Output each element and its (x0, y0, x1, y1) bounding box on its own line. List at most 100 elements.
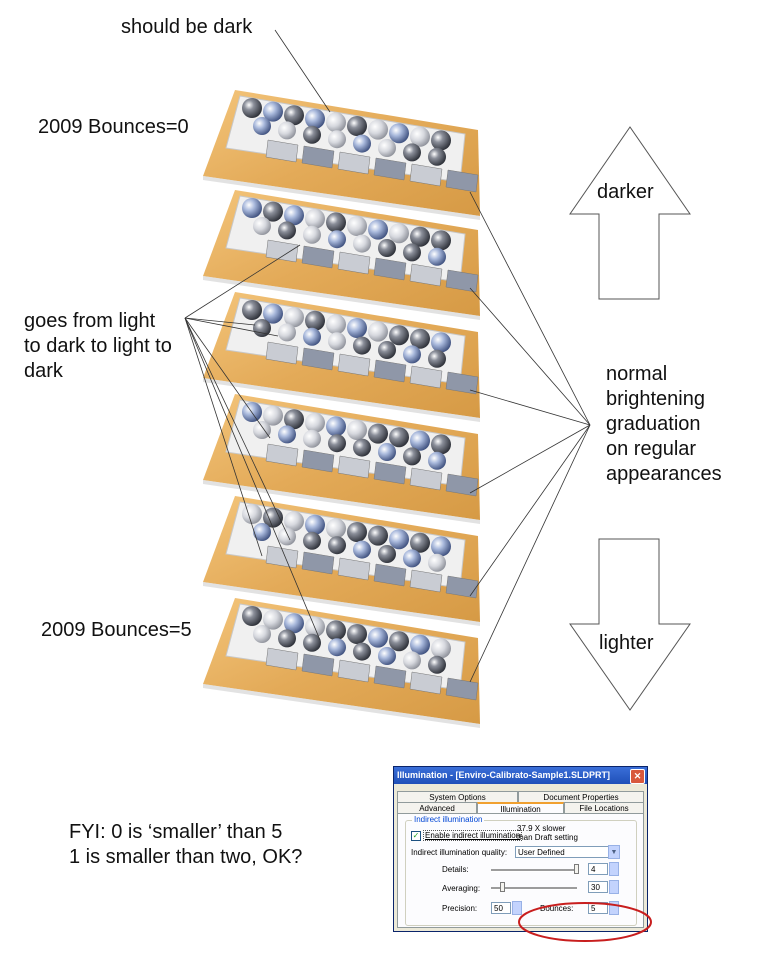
tray-render-3 (203, 394, 480, 524)
sample-sphere (347, 420, 367, 440)
details-input[interactable]: 4 (588, 863, 608, 875)
sample-sphere (303, 225, 321, 244)
leader-line (469, 424, 591, 597)
sample-sphere (353, 642, 371, 661)
sample-sphere (242, 606, 262, 626)
normal-line-3: graduation (606, 413, 701, 435)
sample-sphere (326, 620, 346, 641)
sample-sphere (326, 518, 346, 539)
leader-line (184, 317, 291, 541)
tab-document-properties[interactable]: Document Properties (518, 791, 644, 802)
dialog-title: Illumination - [Enviro-Calibrato-Sample1… (397, 770, 611, 780)
dialog-titlebar: Illumination - [Enviro-Calibrato-Sample1… (394, 767, 647, 784)
sample-sphere (278, 121, 296, 140)
board-shadow (203, 276, 480, 320)
sample-tile (301, 145, 335, 169)
precision-spinner[interactable] (512, 901, 522, 915)
sample-sphere (378, 139, 396, 157)
sample-tile (373, 665, 407, 689)
details-slider-thumb[interactable] (574, 864, 579, 874)
sample-sphere (368, 219, 388, 240)
group-title: Indirect illumination (412, 815, 485, 824)
tab-advanced[interactable]: Advanced (397, 802, 477, 813)
tab-system-options[interactable]: System Options (397, 791, 518, 802)
enable-indirect-checkbox[interactable]: ✓ (411, 831, 421, 841)
sample-sphere (278, 629, 296, 648)
sample-sphere (253, 421, 271, 439)
sample-sphere (389, 427, 409, 448)
sample-tile (265, 545, 299, 569)
chevron-down-icon[interactable]: ▼ (608, 845, 620, 859)
sample-sphere (347, 522, 367, 542)
goes-from-line-3: dark (24, 360, 63, 382)
sample-sphere (431, 332, 451, 353)
board-shadow (203, 684, 480, 728)
averaging-label: Averaging: (442, 884, 481, 893)
sample-sphere (263, 609, 283, 630)
sample-sphere (328, 332, 346, 351)
sample-sphere (303, 429, 321, 448)
sample-tile (373, 359, 407, 383)
averaging-slider-thumb[interactable] (500, 882, 505, 892)
sample-sphere (403, 143, 421, 162)
board-shadow (203, 176, 480, 220)
leader-line (184, 317, 321, 641)
sample-tile (373, 563, 407, 587)
sample-sphere (403, 447, 421, 466)
sample-sphere (368, 119, 388, 140)
bounces-spinner[interactable] (609, 901, 619, 915)
sample-sphere (253, 625, 271, 643)
leader-line (184, 317, 263, 557)
board-shadow (203, 582, 480, 626)
sample-tile (265, 239, 299, 263)
bounces-0-label: 2009 Bounces=0 (38, 116, 189, 138)
details-label: Details: (442, 865, 469, 874)
sample-sphere (353, 336, 371, 355)
precision-input[interactable]: 50 (491, 902, 511, 914)
quality-select[interactable]: User Defined (515, 846, 619, 858)
sample-sphere (263, 201, 283, 222)
sample-tile (301, 653, 335, 677)
sample-sphere (410, 532, 430, 553)
darker-arrow (569, 126, 691, 300)
sample-sphere (389, 529, 409, 550)
enable-indirect-label: Enable indirect illumination (423, 830, 523, 841)
sample-sphere (305, 412, 325, 433)
leader-line (184, 244, 301, 319)
sample-sphere (368, 321, 388, 342)
sample-sphere (428, 247, 446, 266)
precision-label: Precision: (442, 904, 478, 913)
sample-tile (301, 551, 335, 575)
tab-file-locations[interactable]: File Locations (564, 802, 644, 813)
sample-tile (445, 169, 479, 193)
sample-sphere (353, 438, 371, 457)
averaging-spinner[interactable] (609, 880, 619, 894)
sample-sphere (389, 223, 409, 244)
sample-sphere (347, 216, 367, 236)
fyi-line-2: 1 is smaller than two, OK? (69, 846, 303, 868)
details-spinner[interactable] (609, 862, 619, 876)
close-icon[interactable]: ✕ (630, 769, 645, 784)
goes-from-line-1: goes from light (24, 310, 156, 332)
averaging-input[interactable]: 30 (588, 881, 608, 893)
details-slider-track (491, 869, 577, 872)
sample-tile (373, 461, 407, 485)
sample-sphere (284, 613, 304, 634)
sample-tile (265, 139, 299, 163)
leader-line (274, 29, 331, 113)
sample-sphere (403, 651, 421, 670)
sample-tile (445, 575, 479, 599)
sample-tile (445, 677, 479, 701)
sample-sphere (428, 451, 446, 470)
tab-illumination[interactable]: Illumination (477, 802, 564, 814)
tray-render-4 (203, 496, 480, 626)
sample-tile (301, 449, 335, 473)
tray-render-0 (203, 90, 480, 220)
should-be-dark-label: should be dark (121, 16, 253, 38)
sample-sphere (242, 300, 262, 320)
sample-sphere (410, 126, 430, 147)
sample-sphere (410, 328, 430, 349)
sample-tile (373, 157, 407, 181)
sample-sphere (403, 243, 421, 262)
